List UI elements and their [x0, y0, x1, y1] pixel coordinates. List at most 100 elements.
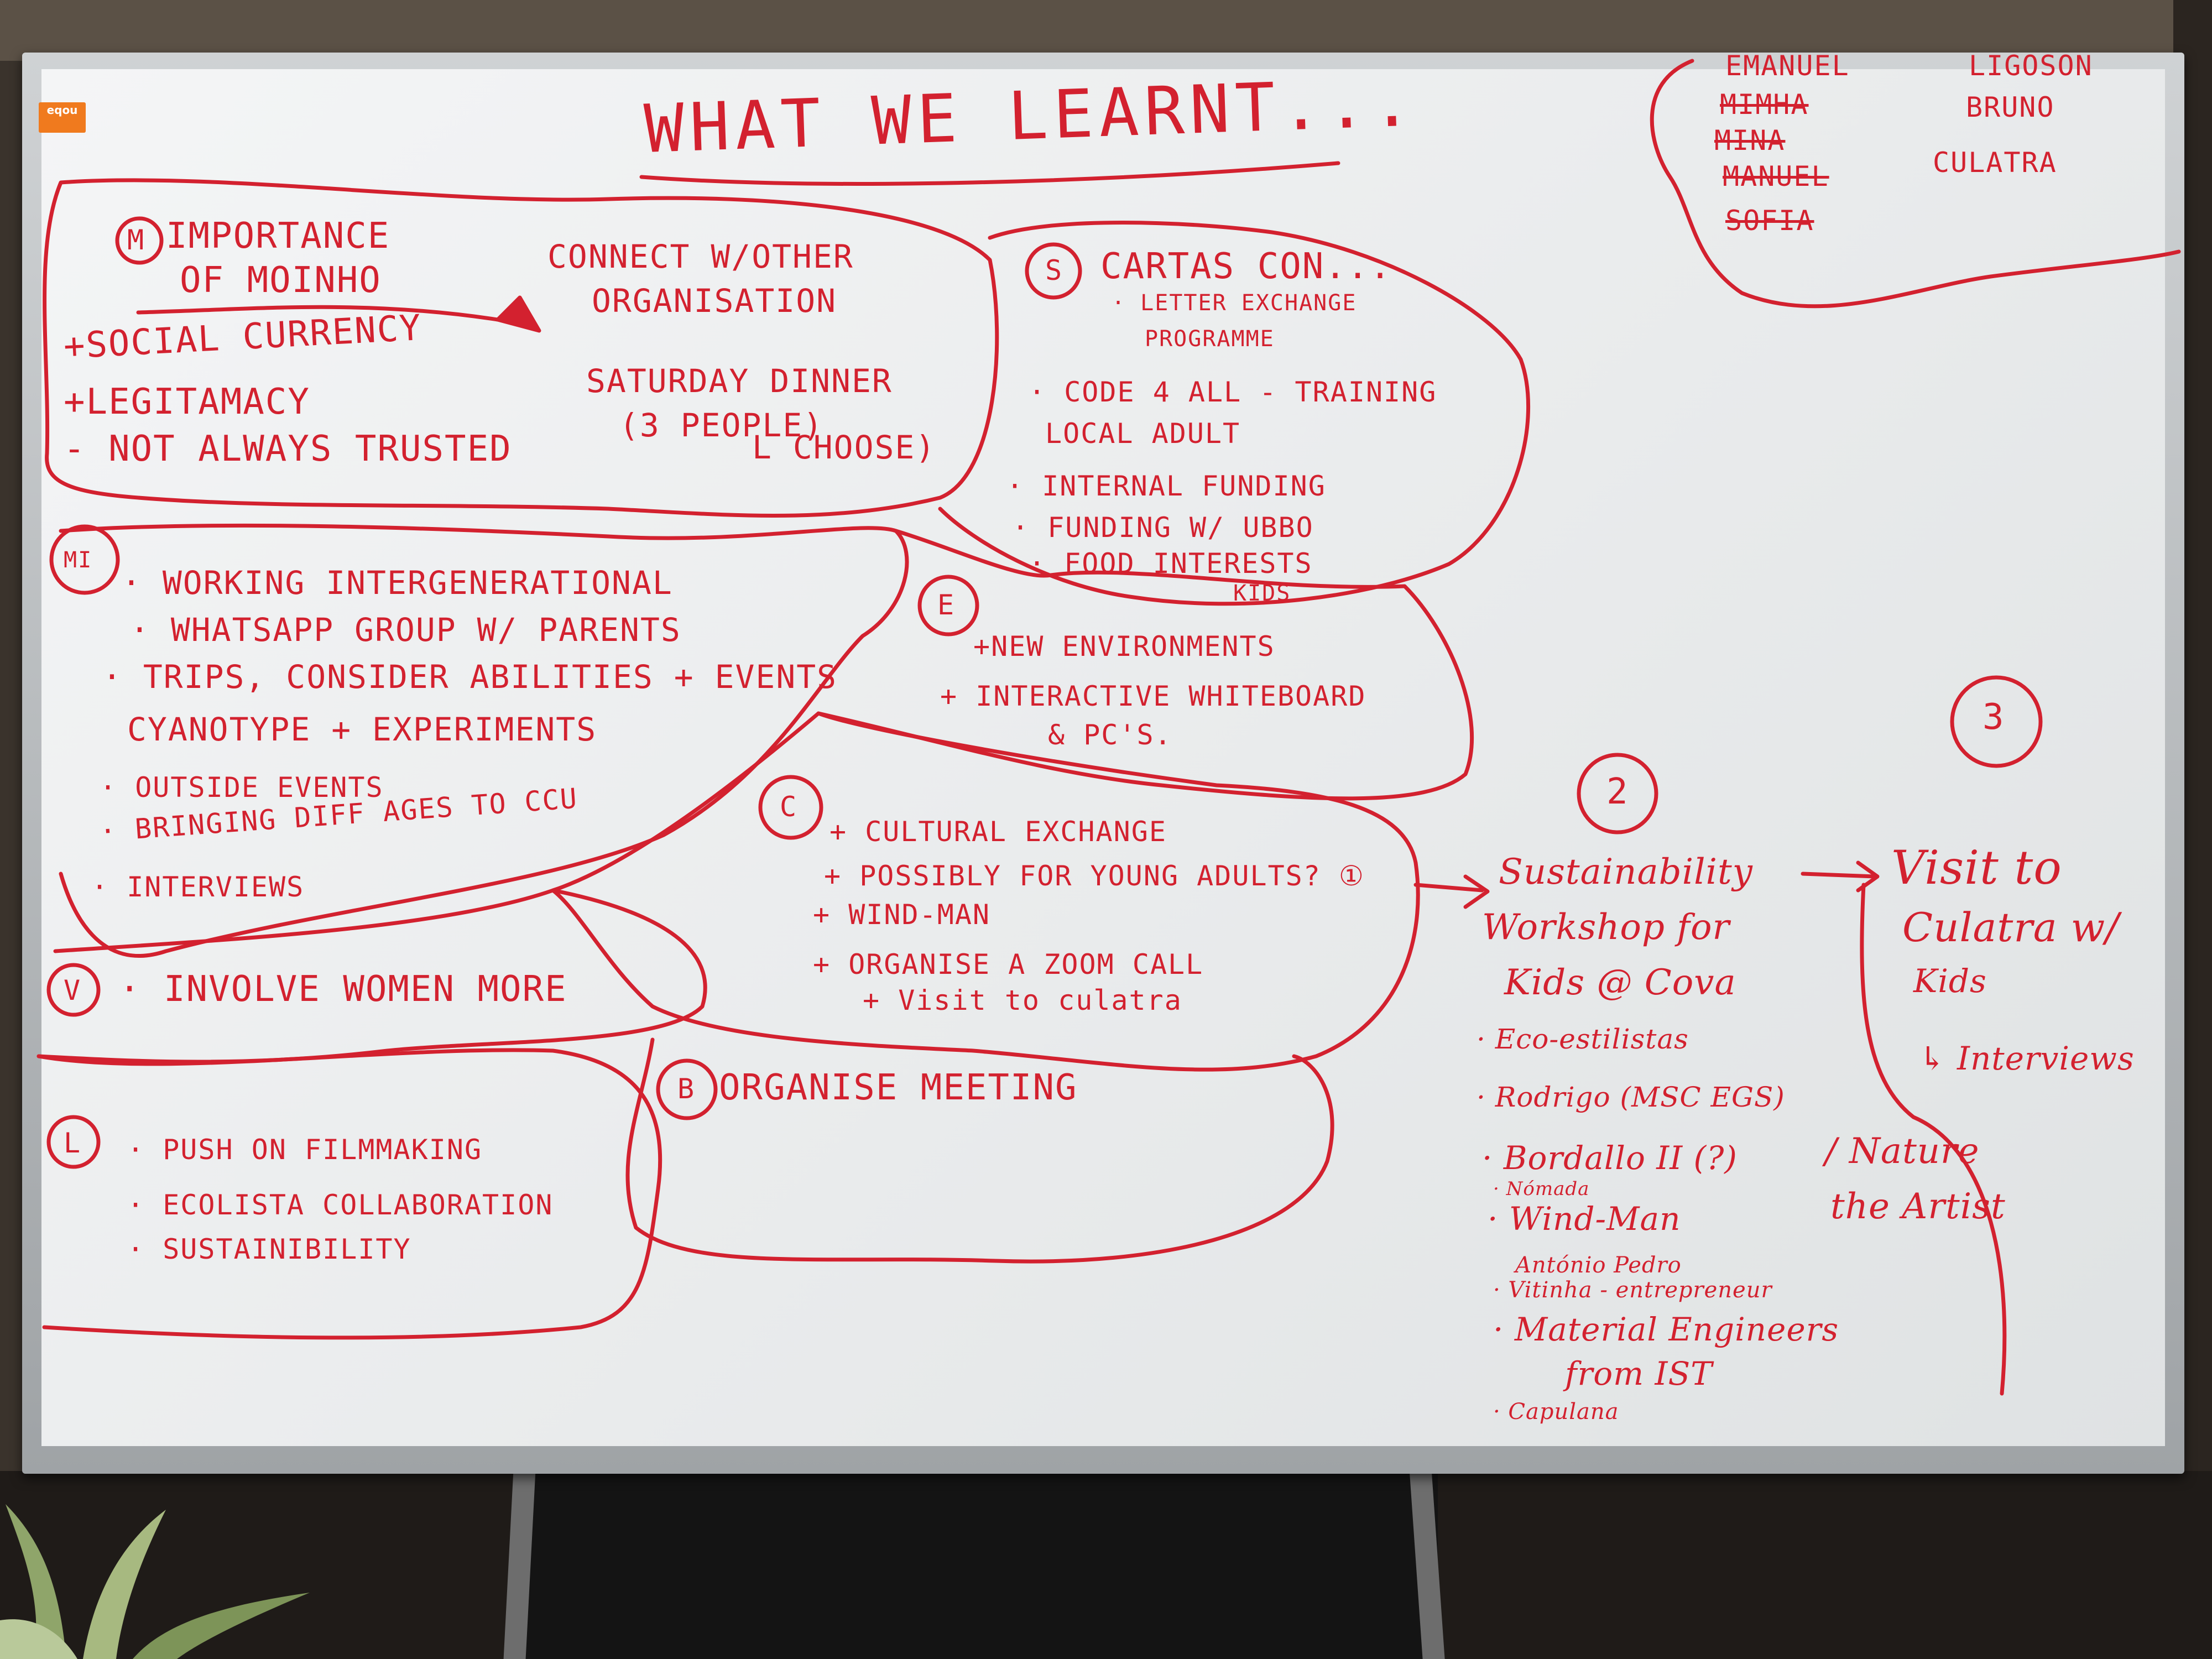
title-underline: [639, 161, 1340, 186]
list-item: - NOT ALWAYS TRUSTED: [64, 429, 512, 469]
step-number: 3: [1983, 697, 2005, 738]
list-item: + POSSIBLY FOR YOUNG ADULTS? ①: [824, 860, 1365, 892]
section-marker: S: [1045, 254, 1063, 286]
marker-circle: [758, 775, 823, 840]
marker-circle: [1025, 242, 1082, 300]
name-item: EMANUEL: [1725, 50, 1850, 82]
arrow-cultural-to-step2: [1413, 883, 1484, 893]
list-item: · INTERNAL FUNDING: [1006, 470, 1326, 502]
cartas-cloud-outline: [938, 221, 1531, 606]
list-item: · CODE 4 ALL - TRAINING: [1029, 376, 1437, 408]
environment-cloud-outline: [816, 529, 1474, 801]
list-item: · FOOD INTERESTS: [1029, 547, 1313, 580]
list-item: · OUTSIDE EVENTS: [100, 771, 384, 804]
note-text: the Artist: [1830, 1186, 2006, 1227]
section-marker: MI: [64, 547, 93, 573]
section-marker: E: [937, 589, 956, 621]
whiteboard-stand: [525, 1460, 1438, 1659]
note-text: · INVOLVE WOMEN MORE: [119, 969, 567, 1010]
list-item: + ORGANISE A ZOOM CALL: [813, 948, 1204, 980]
mi-cloud-outline: [59, 523, 909, 958]
step-item: Culatra w/: [1902, 904, 2120, 951]
arrow-head: [1463, 874, 1490, 909]
step-item: António Pedro: [1515, 1253, 1682, 1278]
step-item: · Nómada: [1493, 1178, 1590, 1200]
list-item: · TRIPS, CONSIDER ABILITIES + EVENTS: [102, 658, 838, 696]
name-item: MIMHA: [1720, 88, 1809, 121]
step-item: Kids @ Cova: [1504, 962, 1736, 1003]
list-item: + INTERACTIVE WHITEBOARD: [940, 680, 1366, 712]
text-line: ORGANISATION: [592, 282, 837, 320]
list-item: LOCAL ADULT: [1045, 418, 1241, 450]
arrow-head: [495, 295, 541, 333]
section-marker: B: [677, 1073, 696, 1105]
list-item: · WHATSAPP GROUP W/ PARENTS: [130, 611, 681, 649]
list-item: · PUSH ON FILMMAKING: [127, 1134, 483, 1166]
list-item: + CULTURAL EXCHANGE: [830, 816, 1167, 848]
list-item: +LEGITAMACY: [64, 382, 310, 422]
name-item: MINA: [1714, 124, 1786, 156]
step-number: 2: [1606, 771, 1629, 812]
list-item: · LETTER EXCHANGE: [1112, 290, 1357, 316]
step-item: · Material Engineers: [1493, 1311, 1839, 1348]
list-item: + Visit to culatra: [863, 984, 1182, 1016]
name-item: CULATRA: [1933, 147, 2057, 179]
step2-circle: [1577, 753, 1658, 834]
text-line: L CHOOSE): [752, 429, 936, 466]
step-item: · Eco-estilistas: [1477, 1023, 1689, 1055]
section-marker: C: [780, 791, 798, 823]
name-item: LIGOSON: [1969, 50, 2093, 82]
list-item: · ECOLISTA COLLABORATION: [127, 1189, 554, 1221]
marker-circle: [917, 575, 979, 637]
section-heading: OF MOINHO: [180, 260, 382, 301]
cultural-cloud-outline: [551, 711, 1420, 1072]
step-item: · Bordallo II (?): [1482, 1139, 1738, 1177]
list-item: PROGRAMME: [1145, 326, 1275, 352]
list-item: · INTERVIEWS: [91, 871, 305, 903]
step-item: · Capulana: [1493, 1399, 1619, 1425]
step-item: · Vitinha - entrepreneur: [1493, 1277, 1772, 1303]
note-text: / Nature: [1825, 1131, 1980, 1172]
marker-circle: [46, 963, 101, 1017]
note-text: ORGANISE MEETING: [719, 1067, 1078, 1108]
step-item: Sustainability: [1499, 852, 1753, 893]
name-item: BRUNO: [1966, 91, 2055, 123]
list-item: +NEW ENVIRONMENTS: [973, 630, 1275, 662]
step3-bracket: [1860, 883, 2007, 1396]
section-marker: L: [64, 1127, 82, 1159]
marker-circle: [46, 1115, 101, 1169]
step-item: · Rodrigo (MSC EGS): [1477, 1081, 1785, 1113]
step-item: Visit to: [1891, 841, 2062, 895]
film-cloud-outline: [36, 1048, 662, 1340]
list-item: · FUNDING W/ UBBO: [1012, 512, 1314, 544]
name-item: MANUEL: [1723, 160, 1829, 192]
step-item: ↳ Interviews: [1919, 1040, 2135, 1077]
section-marker: M: [127, 224, 145, 256]
text-line: CONNECT W/OTHER: [547, 238, 854, 275]
plant-leaves: [0, 1504, 310, 1659]
text-line: SATURDAY DINNER: [586, 362, 893, 400]
step-item: · Wind-Man: [1488, 1200, 1681, 1238]
list-item: CYANOTYPE + EXPERIMENTS: [127, 711, 597, 748]
step-item: from IST: [1565, 1355, 1713, 1392]
section-heading: IMPORTANCE: [166, 216, 390, 257]
list-item: + WIND-MAN: [813, 899, 991, 931]
marker-circle: [115, 216, 164, 265]
name-item: SOFIA: [1725, 205, 1814, 237]
step-item: Workshop for: [1482, 907, 1730, 948]
list-item: & PC'S.: [1048, 719, 1172, 751]
moinho-cloud-outline: [43, 178, 999, 518]
marker-circle: [656, 1058, 718, 1120]
meeting-cloud-outline: [625, 1037, 1334, 1264]
moinho-underline-arrow: [136, 305, 500, 322]
wall-background: [0, 0, 2212, 61]
text-line: (3 PEOPLE): [619, 406, 824, 444]
step-item: Kids: [1913, 962, 1987, 1000]
section-heading: CARTAS CON...: [1100, 246, 1392, 287]
names-cloud-outline: [1650, 59, 2181, 309]
step3-circle: [1950, 675, 2043, 768]
section-marker: V: [64, 974, 82, 1006]
list-item: · WORKING INTERGENERATIONAL: [122, 564, 673, 602]
whiteboard-surface: [41, 69, 2165, 1446]
